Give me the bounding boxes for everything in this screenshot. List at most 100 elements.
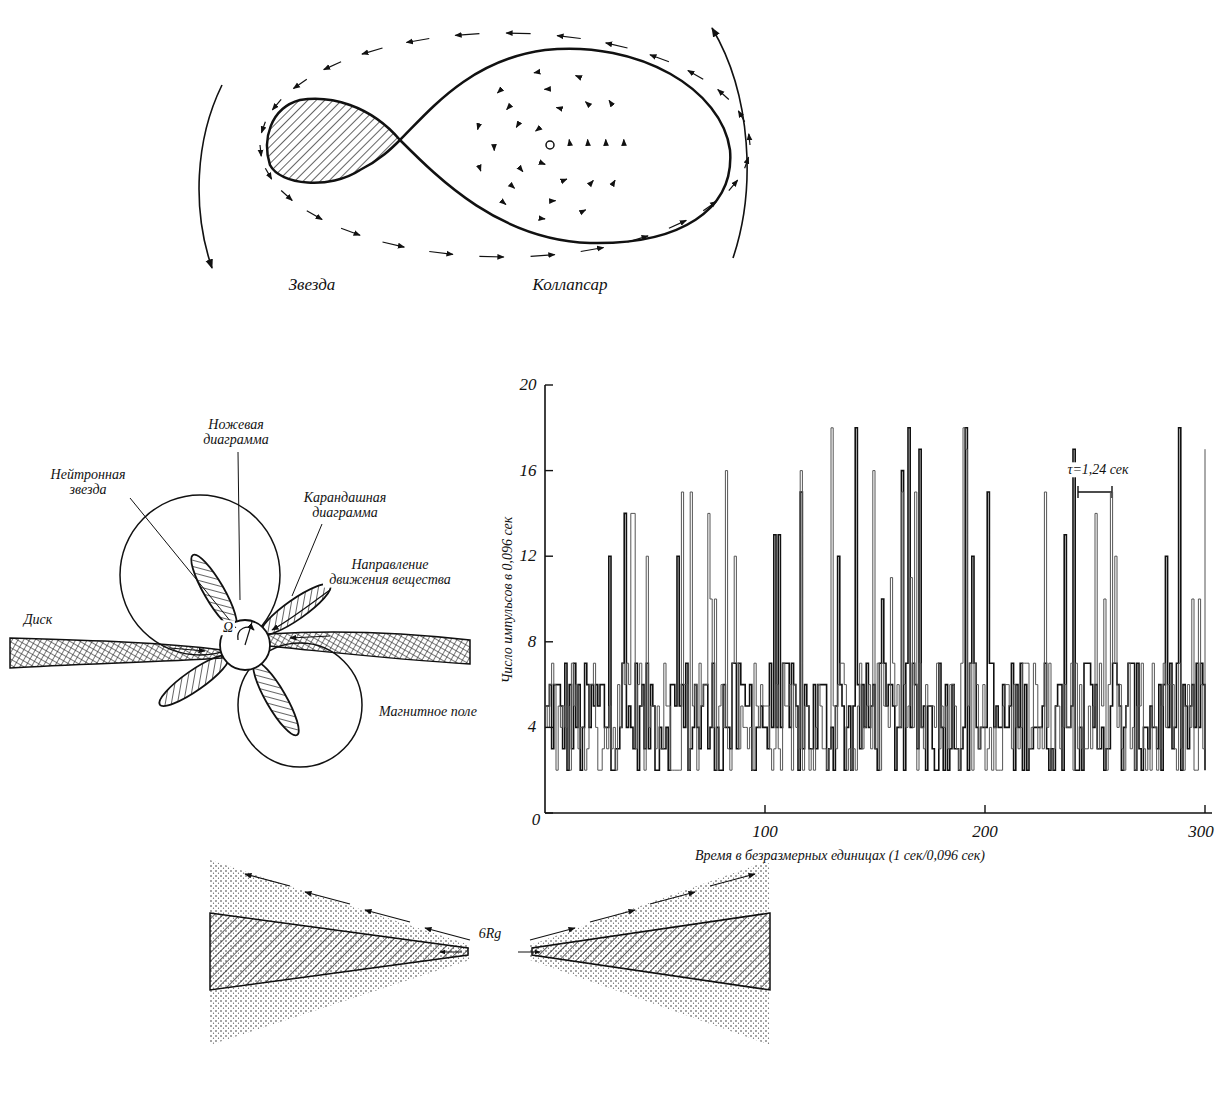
- flow-arrow: [569, 139, 571, 145]
- flow-arrow: [510, 185, 514, 189]
- axis-tick: [545, 556, 553, 557]
- neutron-star-figure: [10, 452, 470, 767]
- neutron-star-label: Нейтронная звезда: [36, 467, 140, 498]
- rotation-arrow: [238, 627, 254, 640]
- inflow-arrow: [290, 636, 330, 638]
- flow-arrow: [540, 162, 545, 164]
- flow-arrow: [606, 43, 628, 48]
- flow-arrow: [557, 36, 581, 39]
- flow-arrow: [581, 248, 604, 252]
- flow-arrow: [293, 79, 306, 88]
- flow-arrow: [628, 236, 649, 242]
- flow-arrow: [493, 145, 494, 151]
- axis-tick-label: 16: [518, 461, 539, 480]
- flow-arrow: [507, 105, 511, 109]
- chart-frame: [545, 385, 1212, 813]
- flow-arrow: [539, 218, 545, 220]
- leader-line: [238, 452, 240, 600]
- beam-label: Карандашная диаграмма: [288, 490, 402, 521]
- flow-arrow: [562, 179, 567, 181]
- beam-label: Ножевая диаграмма: [184, 417, 288, 448]
- flow-arrow: [650, 55, 669, 62]
- flow-arrow: [581, 210, 586, 213]
- flow-arrow: [260, 145, 261, 156]
- flow-arrow: [307, 211, 322, 220]
- flow-arrow: [531, 255, 555, 257]
- star-lobe: [267, 99, 400, 183]
- axis-tick: [984, 805, 985, 813]
- flow-arrow: [590, 180, 594, 184]
- flow-arrow: [688, 70, 703, 79]
- outflow-arrow: [650, 892, 695, 904]
- axis-tick-label: 300: [1186, 823, 1216, 842]
- flow-arrow: [585, 102, 589, 106]
- flow-direction-label: Направление движения вещества: [323, 557, 457, 588]
- axis-tick: [1204, 805, 1205, 813]
- inflow-arrow: [170, 648, 205, 651]
- axis-tick: [545, 812, 553, 813]
- axis-tick: [545, 727, 553, 728]
- flow-arrow: [738, 111, 744, 122]
- flow-arrow: [265, 168, 271, 179]
- star-label: Звезда: [287, 276, 338, 295]
- flow-arrow: [479, 166, 481, 171]
- outflow-arrow: [365, 910, 410, 922]
- axis-tick-label: 12: [518, 547, 539, 566]
- flow-arrow: [550, 200, 556, 201]
- orbit-arc: [199, 85, 222, 268]
- flow-arrow: [383, 242, 405, 247]
- flow-arrow: [587, 139, 589, 145]
- flow-arrow: [669, 220, 686, 228]
- magnetic-field-label: Магнитное поле: [377, 704, 479, 719]
- flow-arrow: [479, 256, 503, 258]
- flow-arrow: [406, 38, 429, 42]
- axis-tick: [545, 384, 553, 385]
- axis-tick-label: 20: [518, 376, 539, 395]
- axis-tick: [764, 805, 765, 813]
- flow-arrow: [605, 139, 606, 145]
- flow-arrow: [362, 48, 383, 54]
- flow-arrow: [749, 134, 750, 145]
- leader-line: [130, 498, 236, 628]
- flow-arrow: [556, 108, 561, 109]
- axis-tick-label: 100: [750, 823, 780, 842]
- outflow-arrow: [425, 928, 470, 940]
- outflow-arrow: [590, 910, 635, 922]
- dimension-arrow: [518, 952, 540, 953]
- flow-arrow: [745, 157, 749, 168]
- outflow-arrow: [530, 928, 575, 940]
- axis-tick: [545, 641, 553, 642]
- disk-body: [210, 913, 468, 990]
- axis-title: Время в безразмерных единицах (1 сек/0,0…: [693, 848, 987, 863]
- axis-tick-label: 200: [970, 823, 1000, 842]
- flow-arrow: [576, 76, 581, 78]
- flow-arrow: [497, 89, 501, 93]
- flow-arrow: [609, 100, 612, 105]
- flow-arrow: [703, 201, 716, 210]
- count-trace: [545, 428, 1205, 770]
- flow-arrow: [519, 167, 523, 171]
- axis-title: Число импульсов в 0,096 сек: [500, 515, 515, 686]
- disk-band: [10, 638, 222, 668]
- roche-figure: [199, 28, 747, 268]
- rotation-axis: [245, 622, 252, 645]
- orbit-arc: [712, 28, 747, 258]
- dimension-label: 6Rg: [477, 926, 504, 941]
- flow-arrow: [272, 99, 281, 109]
- disk-body: [532, 913, 770, 990]
- collapsar-label: Коллапсар: [531, 276, 610, 295]
- flow-arrow: [261, 122, 265, 133]
- leader-line: [292, 524, 322, 596]
- accretion-disk-figure: [210, 860, 770, 1045]
- collapsar-lobe: [400, 49, 730, 243]
- flow-arrow: [544, 88, 550, 89]
- collapsar-center: [546, 141, 554, 149]
- disk-atmosphere: [530, 860, 770, 1045]
- flow-arrow: [324, 62, 341, 70]
- flow-arrow: [534, 72, 540, 73]
- disk-band: [268, 632, 470, 664]
- flow-arrow: [429, 252, 453, 255]
- count-trace: [545, 428, 1205, 770]
